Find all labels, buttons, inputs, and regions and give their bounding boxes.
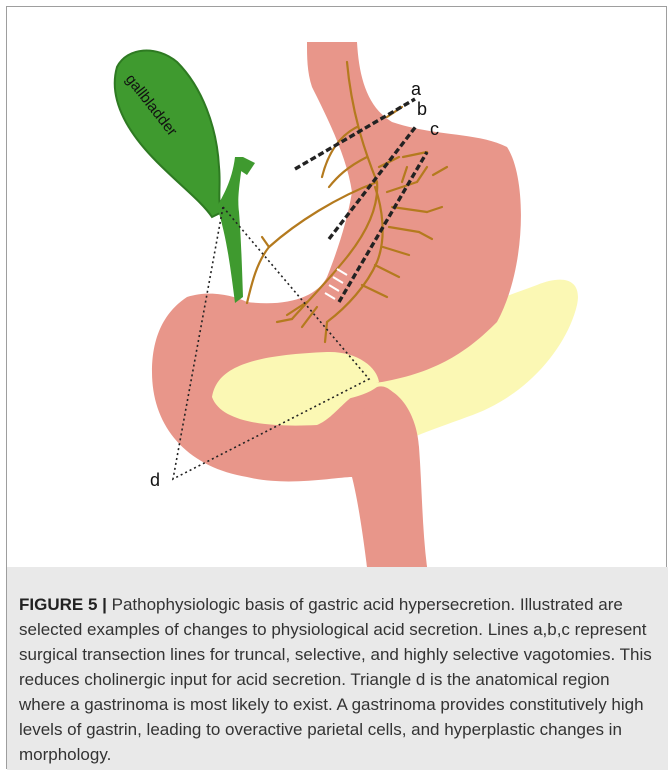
triangle-label: d	[150, 470, 160, 490]
line-label-c: c	[430, 119, 439, 139]
figure-frame: gallbladder	[6, 6, 667, 769]
cystic-duct	[217, 157, 243, 303]
line-label-b: b	[417, 99, 427, 119]
anatomy-diagram: gallbladder	[7, 7, 668, 567]
caption-box: FIGURE 5 | Pathophysiologic basis of gas…	[7, 567, 668, 770]
figure-label: FIGURE 5 |	[19, 595, 107, 614]
line-label-a: a	[411, 79, 422, 99]
figure-caption: FIGURE 5 | Pathophysiologic basis of gas…	[19, 592, 659, 767]
caption-text: Pathophysiologic basis of gastric acid h…	[19, 595, 652, 764]
